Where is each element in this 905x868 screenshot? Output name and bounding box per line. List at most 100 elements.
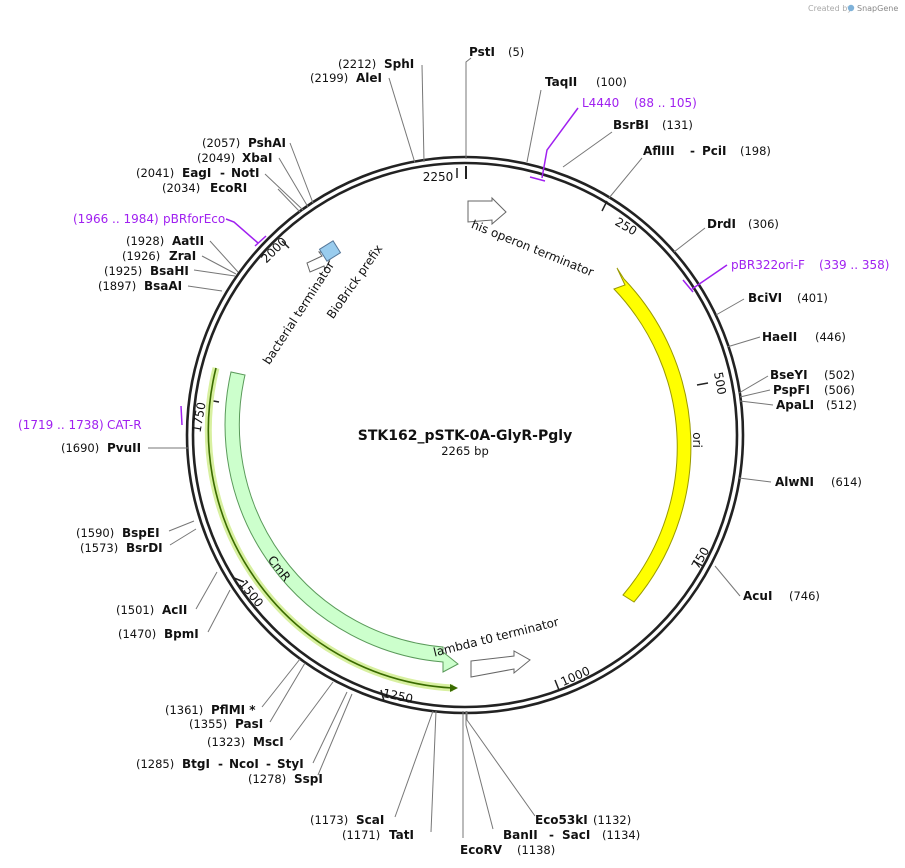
enzyme-line-eagi: [264, 173, 304, 211]
enzyme-psti[interactable]: PstI: [469, 45, 495, 59]
enzyme-msci-pos: (1323): [207, 735, 245, 749]
enzyme-line-aatii: [209, 240, 239, 273]
enzyme-line-bsrbi: [562, 131, 613, 168]
enzyme-line-taqii: [526, 89, 542, 163]
enzyme-pflmi[interactable]: PflMI *: [211, 703, 256, 717]
enzyme-bcivi-pos: (401): [797, 291, 828, 305]
enzyme-scai-pos: (1173): [310, 813, 348, 827]
enzyme-eco53ki[interactable]: Eco53kI: [535, 813, 588, 827]
enzyme-line-scai: [394, 710, 434, 818]
biobrick-prefix-box[interactable]: [318, 240, 342, 262]
enzyme-line-pasi: [269, 662, 306, 723]
his-operon-terminator-arrow[interactable]: [467, 196, 507, 226]
primer-line-l4440: [541, 107, 579, 179]
tick-label-500: 500: [711, 371, 729, 396]
enzyme-ncoi[interactable]: NcoI: [229, 757, 259, 771]
enzyme-ncoi-sep: -: [266, 757, 271, 771]
enzyme-line-bcivi: [715, 298, 745, 316]
enzyme-pvuii[interactable]: PvuII: [107, 441, 141, 455]
enzyme-xbai[interactable]: XbaI: [242, 151, 272, 165]
enzyme-apali[interactable]: ApaLI: [776, 398, 814, 412]
enzyme-styi[interactable]: StyI: [277, 757, 304, 771]
scale-tick-750: [692, 560, 704, 567]
primer-l4440[interactable]: L4440: [582, 96, 619, 110]
enzyme-ecorv[interactable]: EcoRV: [460, 843, 503, 857]
enzyme-haeii[interactable]: HaeII: [762, 330, 797, 344]
enzyme-line-alei: [388, 77, 416, 164]
enzyme-aatii[interactable]: AatII: [172, 234, 204, 248]
scale-tick-2000: [281, 240, 290, 249]
primer-pbrforeco[interactable]: pBRforEco: [163, 212, 225, 226]
enzyme-noti[interactable]: NotI: [231, 166, 260, 180]
enzyme-bpmi-pos: (1470): [118, 627, 156, 641]
enzyme-msci[interactable]: MscI: [253, 735, 284, 749]
enzyme-lines: [148, 57, 774, 838]
enzyme-scai[interactable]: ScaI: [356, 813, 384, 827]
enzyme-btgi-pos: (1285): [136, 757, 174, 771]
primer-mark-pbrforeco: [254, 235, 267, 247]
credit-brand: SnapGene: [857, 4, 898, 13]
enzyme-btgi[interactable]: BtgI: [182, 757, 210, 771]
enzyme-pasi-pos: (1355): [189, 717, 227, 731]
enzyme-tati[interactable]: TatI: [389, 828, 414, 842]
enzyme-zrai[interactable]: ZraI: [169, 249, 196, 263]
cat-r-arrowhead-icon: [450, 684, 458, 692]
enzyme-acii[interactable]: AcII: [162, 603, 187, 617]
enzyme-bsaai[interactable]: BsaAI: [144, 279, 182, 293]
enzyme-bseyi[interactable]: BseYI: [770, 368, 808, 382]
enzyme-ecori[interactable]: EcoRI: [210, 181, 247, 195]
primer-mark-cat-r: [180, 405, 183, 426]
primer-pbr322ori-f[interactable]: pBR322ori-F: [731, 258, 805, 272]
cat-r-band: [204, 367, 454, 692]
enzyme-line-xbai: [278, 157, 309, 208]
enzyme-eco53ki-pos: (1132): [593, 813, 631, 827]
enzyme-line-sphi: [421, 64, 425, 163]
lambda-t0-terminator-arrow[interactable]: [470, 650, 531, 678]
enzyme-bsaai-pos: (1897): [98, 279, 136, 293]
scale-tick-1000: [554, 679, 560, 691]
enzyme-line-pshai: [289, 142, 314, 204]
ori-feature-arrow[interactable]: [613, 267, 692, 603]
enzyme-aatii-pos: (1928): [126, 234, 164, 248]
enzyme-bseyi-pos: (502): [824, 368, 855, 382]
enzyme-alwni[interactable]: AlwNI: [775, 475, 814, 489]
enzyme-taqii[interactable]: TaqII: [545, 75, 577, 89]
enzyme-line-bseyi: [738, 375, 769, 394]
enzyme-line-alwni: [738, 477, 772, 483]
enzyme-pcii[interactable]: PciI: [702, 144, 727, 158]
cat-r-primer-line: [207, 367, 454, 689]
enzyme-btgi-sep: -: [218, 757, 223, 771]
enzyme-alei[interactable]: AleI: [356, 71, 382, 85]
enzyme-line-afliii: [608, 157, 643, 199]
enzyme-pspfi[interactable]: PspFI: [773, 383, 810, 397]
enzyme-pshai[interactable]: PshAI: [248, 136, 286, 150]
enzyme-bsahi[interactable]: BsaHI: [150, 264, 189, 278]
primer-mark-l4440: [529, 176, 546, 182]
primer-cat-r[interactable]: CAT-R: [107, 418, 142, 432]
enzyme-drdi[interactable]: DrdI: [707, 217, 736, 231]
primer-pbrforeco-range: (1966 .. 1984): [73, 212, 159, 226]
enzyme-haeii-pos: (446): [815, 330, 846, 344]
enzyme-saci[interactable]: SacI: [562, 828, 590, 842]
enzyme-pasi[interactable]: PasI: [235, 717, 263, 731]
enzyme-sphi[interactable]: SphI: [384, 57, 414, 71]
cmr-feature-arrow[interactable]: [224, 371, 459, 673]
enzyme-line-tati: [430, 710, 437, 833]
enzyme-line-apali: [739, 400, 774, 406]
enzyme-banii[interactable]: BanII: [503, 828, 538, 842]
enzyme-acui-pos: (746): [789, 589, 820, 603]
enzyme-bsrdi[interactable]: BsrDI: [126, 541, 163, 555]
enzyme-sspi[interactable]: SspI: [294, 772, 323, 786]
scale-tick-500: [696, 382, 709, 386]
enzyme-sspi-pos: (1278): [248, 772, 286, 786]
primer-l4440-range: (88 .. 105): [634, 96, 697, 110]
enzyme-bcivi[interactable]: BciVI: [748, 291, 782, 305]
enzyme-acui[interactable]: AcuI: [743, 589, 772, 603]
enzyme-eagi[interactable]: EagI: [182, 166, 211, 180]
ori-label: ori: [690, 432, 704, 448]
enzyme-afliii[interactable]: AflIII: [643, 144, 675, 158]
snapgene-logo-icon: [847, 4, 855, 12]
enzyme-bsrbi[interactable]: BsrBI: [613, 118, 649, 132]
enzyme-bspei[interactable]: BspEI: [122, 526, 160, 540]
enzyme-bpmi[interactable]: BpmI: [164, 627, 199, 641]
